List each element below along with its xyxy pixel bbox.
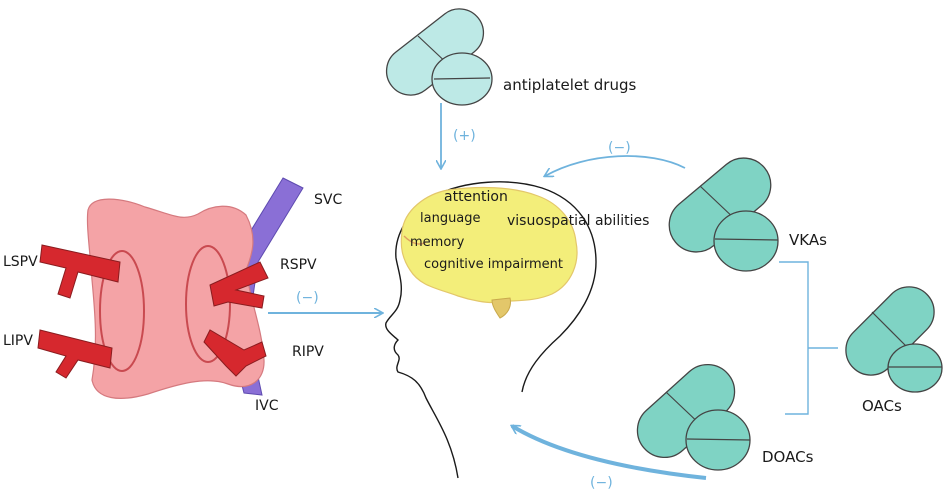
effect-labels: (+) (−) (−) (−) — [296, 128, 631, 491]
head-outline — [385, 181, 597, 479]
brain-lobe-front — [403, 235, 427, 245]
label-vkas: VKAs — [789, 231, 827, 249]
label-lipv: LIPV — [3, 333, 33, 349]
oacs-tablet — [887, 343, 943, 393]
effect-doacs: (−) — [590, 475, 613, 491]
doacs-tablet-score — [686, 438, 751, 441]
oac-bracket — [779, 261, 838, 415]
oacs-capsule-score — [871, 311, 909, 349]
lipv-vein — [37, 329, 113, 379]
label-oacs: OACs — [862, 397, 902, 415]
lspv-vein — [39, 244, 121, 299]
label-doacs: DOACs — [762, 448, 814, 466]
label-ripv: RIPV — [292, 344, 324, 360]
right-ablation-ring — [185, 245, 231, 363]
label-lspv: LSPV — [3, 254, 38, 270]
label-language: language — [420, 211, 481, 226]
label-antiplatelet-drugs: antiplatelet drugs — [503, 76, 637, 94]
head-illustration — [385, 181, 597, 479]
doacs-pills — [636, 363, 751, 471]
vkas-tablet — [713, 210, 779, 272]
brain-labels: attention language visuospatial abilitie… — [410, 189, 649, 272]
heart-labels: SVC LSPV RSPV LIPV RIPV IVC — [3, 192, 342, 414]
vkas-pills — [668, 157, 779, 272]
label-memory: memory — [410, 235, 465, 250]
arrows — [268, 103, 838, 480]
arrow-doacs-to-brain — [512, 424, 707, 480]
left-atrium-illustration — [37, 177, 304, 399]
effect-vkas: (−) — [608, 140, 631, 156]
oacs-pills — [845, 286, 943, 393]
arrow-vkas-to-brain — [545, 155, 686, 176]
label-ivc: IVC — [255, 398, 279, 414]
antiplatelet-tablet-score — [433, 77, 491, 80]
brain — [400, 186, 578, 304]
label-visuospatial: visuospatial abilities — [507, 213, 649, 229]
label-cognitive-impairment: cognitive impairment — [424, 257, 563, 272]
vkas-tablet-score — [714, 238, 779, 241]
label-attention: attention — [444, 189, 508, 205]
antiplatelet-pills — [385, 8, 493, 106]
label-rspv: RSPV — [280, 257, 317, 273]
rspv-vein — [209, 261, 269, 309]
ripv-vein — [203, 329, 267, 377]
brain-stem — [491, 297, 511, 319]
effect-antiplatelet: (+) — [453, 128, 476, 144]
label-svc: SVC — [314, 192, 342, 208]
left-ablation-ring — [99, 250, 145, 372]
effect-af: (−) — [296, 290, 319, 306]
